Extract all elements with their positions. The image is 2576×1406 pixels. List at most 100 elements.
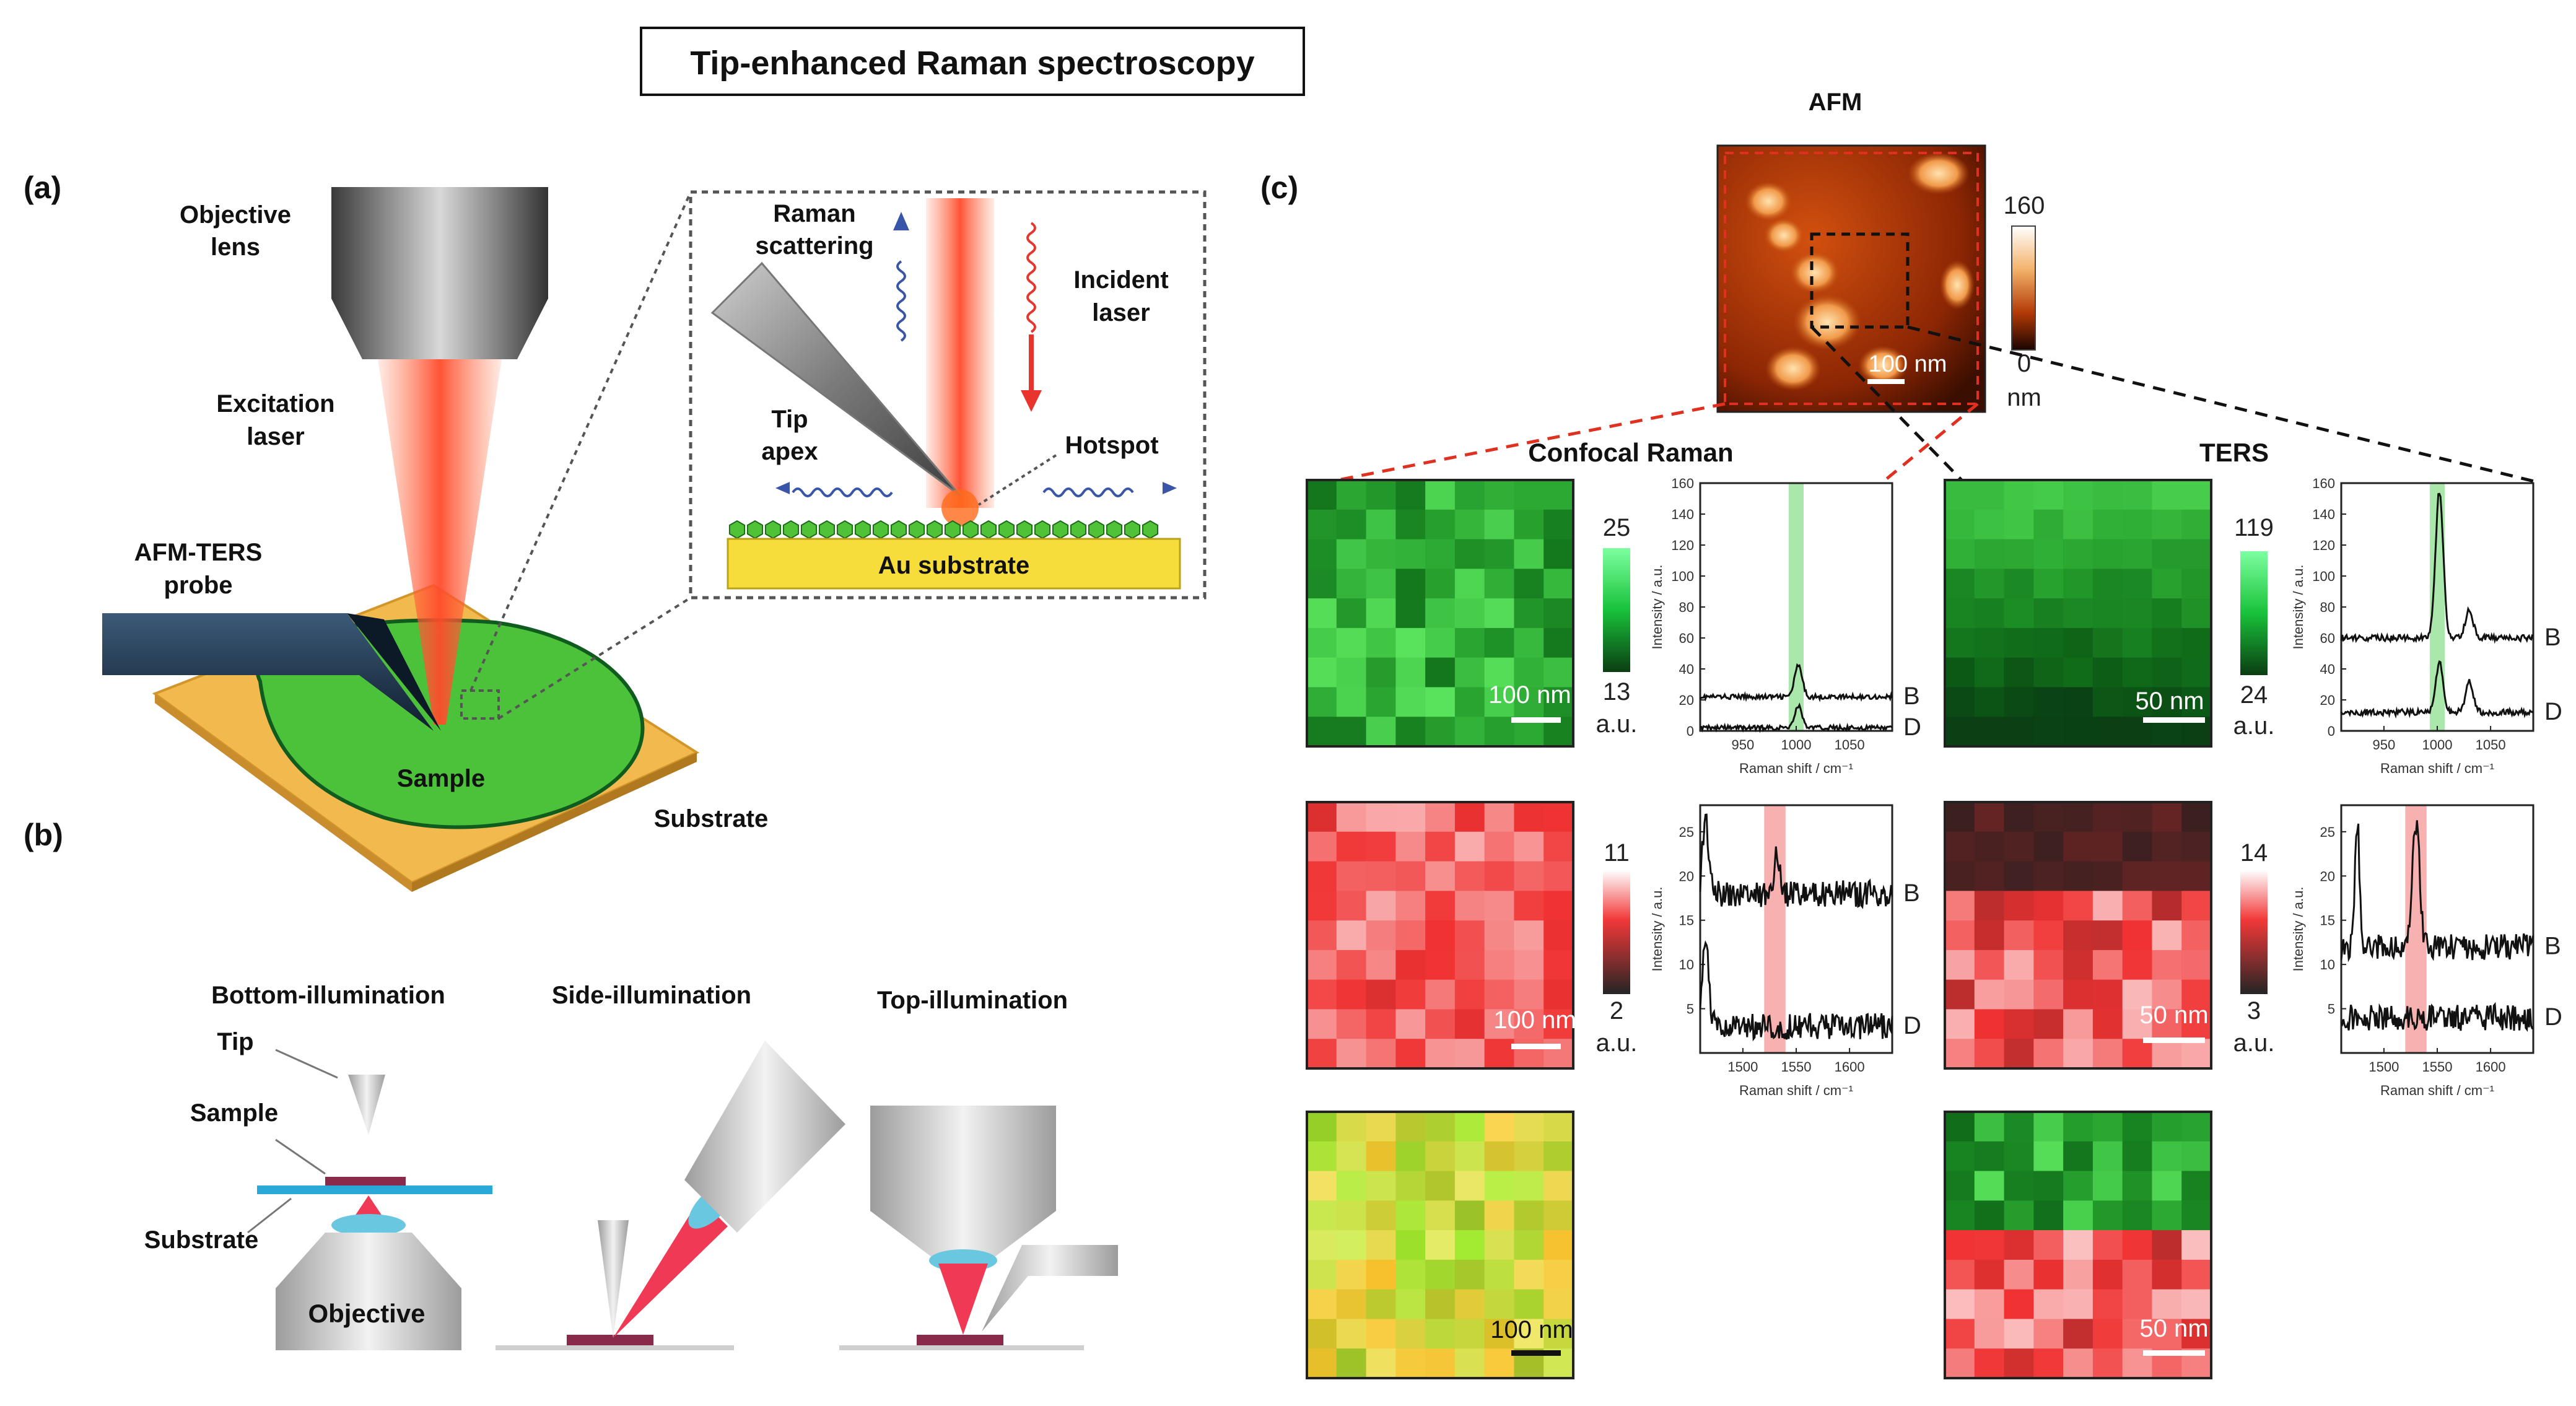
map-pixel <box>1366 891 1396 921</box>
label-raman-scattering-2: scattering <box>755 232 873 260</box>
map-pixel <box>1454 1171 1485 1201</box>
map-pixel <box>2063 1319 2094 1349</box>
y-axis-label: Intensity / a.u. <box>2290 565 2306 650</box>
map-pixel <box>1974 1200 2005 1231</box>
y-tick-label: 20 <box>1679 692 1694 708</box>
y-tick-label: 0 <box>1687 723 1694 739</box>
spectrum-trace-D <box>1700 702 1893 733</box>
map-pixel <box>2063 509 2094 540</box>
label-excitation-laser-2: laser <box>247 423 304 450</box>
molecule-hexagon <box>890 520 907 539</box>
objective-lens-nose <box>331 299 548 359</box>
map-pixel <box>2122 950 2152 980</box>
map-pixel <box>2063 657 2094 688</box>
map-pixel <box>2033 480 2064 510</box>
map-pixel <box>2122 920 2152 951</box>
map-pixel <box>2152 831 2182 862</box>
map-pixel <box>1484 687 1514 717</box>
map-pixel <box>2092 569 2123 599</box>
map-pixel <box>2152 861 2182 891</box>
map-pixel <box>1366 1009 1396 1039</box>
map-pixel <box>1484 950 1514 980</box>
map-pixel <box>1543 598 1574 629</box>
map-pixel <box>1366 861 1396 891</box>
map-pixel <box>2004 627 2034 658</box>
map-pixel <box>1543 1171 1574 1201</box>
map-pixel <box>2152 569 2182 599</box>
map-pixel <box>2033 802 2064 832</box>
x-tick-label: 1050 <box>1835 737 1865 753</box>
map-pixel <box>1307 891 1337 921</box>
map-pixel <box>2181 569 2212 599</box>
map-pixel <box>2181 627 2212 658</box>
map-pixel <box>2004 891 2034 921</box>
molecule-hexagon <box>854 520 871 539</box>
hotspot-glow <box>941 489 979 526</box>
scale-confocal-red: 100 nm <box>1493 1006 1576 1034</box>
incident-arrow-head <box>1021 390 1042 412</box>
map-pixel <box>1514 1039 1544 1069</box>
map-pixel <box>1307 539 1337 569</box>
x-tick-label: 1600 <box>2476 1059 2506 1075</box>
map-pixel <box>1543 1230 1574 1260</box>
map-pixel <box>2152 1319 2182 1349</box>
map-pixel <box>1974 598 2005 629</box>
label-tip: Tip <box>217 1028 253 1055</box>
bottom-substrate <box>257 1185 492 1194</box>
map-pixel <box>2152 1039 2182 1069</box>
map-pixel <box>2063 1039 2094 1069</box>
map-frame <box>1306 801 1574 1070</box>
map-pixel <box>1307 1259 1337 1290</box>
scale-bar-confocal-red <box>1511 1044 1561 1049</box>
y-axis-label: Intensity / a.u. <box>2290 887 2306 972</box>
map-pixel <box>2063 1289 2094 1319</box>
map-pixel <box>2063 1112 2094 1142</box>
map-pixel <box>1514 802 1544 832</box>
bottom-immersion <box>331 1214 406 1236</box>
trace-label: D <box>1903 1012 1921 1039</box>
map-pixel <box>2033 687 2064 717</box>
map-pixel <box>2152 480 2182 510</box>
map-pixel <box>1454 1141 1485 1172</box>
map-pixel <box>2004 1259 2034 1290</box>
lateral-wave-right <box>1042 487 1134 497</box>
map-pixel <box>2063 891 2094 921</box>
side-beam <box>613 1199 728 1338</box>
map-pixel <box>2092 1112 2123 1142</box>
x-axis-label: Raman shift / cm⁻¹ <box>1739 761 1853 776</box>
map-pixel <box>1454 802 1485 832</box>
highlight-band <box>1764 805 1786 1053</box>
map-pixel <box>1395 831 1426 862</box>
trace-label: B <box>1903 683 1920 710</box>
map-pixel <box>1484 509 1514 540</box>
cb-ters-green-max: 119 <box>2234 514 2274 541</box>
map-pixel <box>1945 1171 1975 1201</box>
map-pixel <box>1514 950 1544 980</box>
map-pixel <box>1395 979 1426 1010</box>
spectrum-trace-D <box>2340 660 2535 719</box>
map-pixel <box>1395 480 1426 510</box>
map-pixel <box>1425 569 1456 599</box>
map-pixel <box>1366 480 1396 510</box>
afm-probe-tip <box>347 613 441 731</box>
map-pixel <box>1543 627 1574 658</box>
x-tick-label: 950 <box>2373 737 2396 753</box>
afm-scale-bar-label: 100 nm <box>1869 351 1947 377</box>
map-pixel <box>2122 1112 2152 1142</box>
map-pixel <box>2092 1171 2123 1201</box>
map-pixel <box>1514 1319 1544 1349</box>
map-pixel <box>1336 509 1367 540</box>
map-pixel <box>1484 569 1514 599</box>
map-pixel <box>2122 509 2152 540</box>
map-pixel <box>1307 831 1337 862</box>
top-objective-body <box>870 1106 1056 1211</box>
molecule-hexagon <box>908 520 925 539</box>
map-pixel <box>2122 480 2152 510</box>
map-pixel <box>1454 480 1485 510</box>
map-pixel <box>2181 539 2212 569</box>
map-pixel <box>1945 687 1975 717</box>
map-pixel <box>2033 509 2064 540</box>
map-pixel <box>1484 861 1514 891</box>
map-pixel <box>1336 950 1367 980</box>
